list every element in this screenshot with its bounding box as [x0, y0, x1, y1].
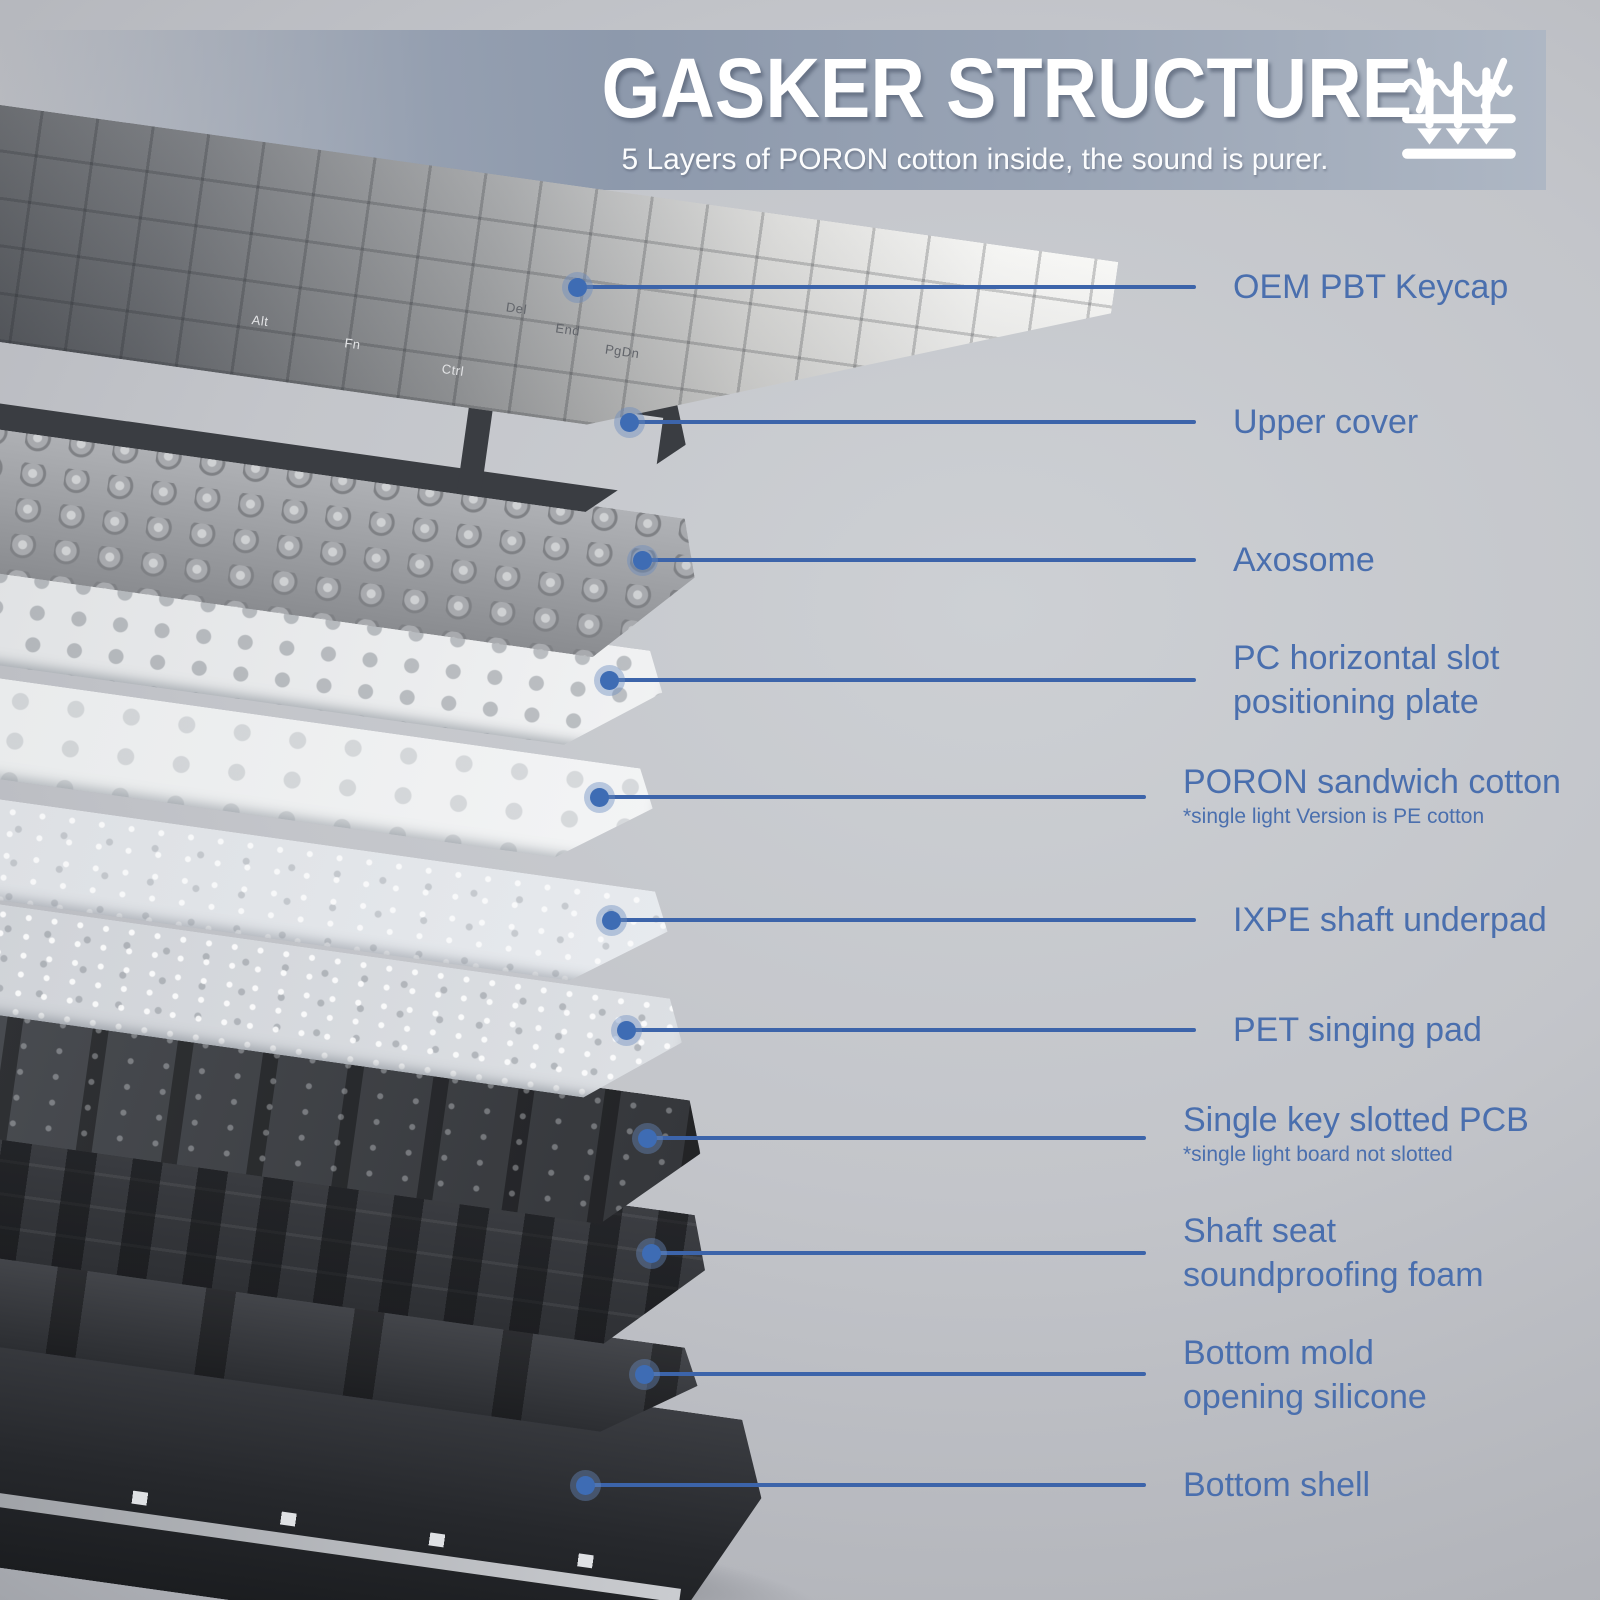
part-label-text: PC horizontal slot	[1233, 639, 1500, 677]
callout-dot	[642, 1244, 661, 1263]
part-label-text: PORON sandwich cotton	[1183, 763, 1561, 801]
callout-dot	[620, 413, 639, 432]
header: GASKER STRUCTURE 5 Layers of PORON cotto…	[560, 0, 1413, 177]
callout-dot	[638, 1129, 657, 1148]
part-label: PET singing pad	[1233, 1008, 1482, 1052]
part-label-text: Axosome	[1233, 541, 1375, 579]
part-label-text: opening silicone	[1183, 1378, 1427, 1416]
part-label-text: Single key slotted PCB	[1183, 1101, 1529, 1139]
keycap-legend: End	[554, 320, 582, 339]
part-label: Single key slotted PCB *single light boa…	[1183, 1100, 1529, 1168]
part-label-text: IXPE shaft underpad	[1233, 901, 1547, 939]
part-label: Bottom mold opening silicone	[1183, 1331, 1427, 1419]
keycap-legend: PgDn	[604, 341, 641, 362]
page-title: GASKER STRUCTURE	[601, 41, 1413, 135]
page-subtitle: 5 Layers of PORON cotton inside, the sou…	[621, 143, 1329, 176]
callout-dot	[635, 1365, 654, 1384]
callout-line	[630, 420, 1196, 424]
callout-dot	[576, 1476, 595, 1495]
keycap-legend: Ctrl	[440, 360, 465, 379]
callout-line	[643, 558, 1196, 562]
callout-line	[648, 1136, 1146, 1140]
callout-dot	[602, 911, 621, 930]
callout-line	[627, 1028, 1196, 1032]
callout-dot	[617, 1021, 636, 1040]
part-label-text: Bottom shell	[1183, 1466, 1371, 1504]
part-label-text: OEM PBT Keycap	[1233, 268, 1509, 306]
callout-line	[578, 285, 1196, 289]
callout-line	[586, 1483, 1146, 1487]
callout-line	[600, 795, 1146, 799]
keycap-legend: Alt	[250, 312, 270, 330]
part-label-text: Shaft seat	[1183, 1212, 1337, 1250]
callout-dot	[600, 671, 619, 690]
part-note: *single light board not slotted	[1183, 1143, 1453, 1166]
keycap-legend: Fn	[343, 335, 362, 353]
part-label: Upper cover	[1233, 400, 1418, 444]
part-label-text: Upper cover	[1233, 403, 1419, 441]
part-label: Axosome	[1233, 538, 1375, 582]
part-label-text: positioning plate	[1233, 683, 1479, 721]
part-label-text: soundproofing foam	[1183, 1256, 1484, 1294]
bottom-shell-silver-bar	[0, 1486, 681, 1600]
part-note: *single light Version is PE cotton	[1183, 805, 1485, 828]
part-label: Bottom shell	[1183, 1463, 1370, 1507]
part-label: PC horizontal slot positioning plate	[1233, 636, 1499, 724]
callout-dot	[633, 551, 652, 570]
callout-dot	[590, 788, 609, 807]
callout-line	[612, 918, 1196, 922]
part-label-text: PET singing pad	[1233, 1011, 1482, 1049]
callout-line	[645, 1372, 1146, 1376]
part-label: OEM PBT Keycap	[1233, 265, 1508, 309]
bottom-shell-clips	[0, 1469, 650, 1575]
part-label: Shaft seat soundproofing foam	[1183, 1209, 1484, 1297]
callout-line	[610, 678, 1196, 682]
callout-dot	[568, 278, 587, 297]
keycap-legend: Del	[505, 299, 528, 318]
sound-absorption-layers-icon	[1401, 57, 1516, 159]
part-label: IXPE shaft underpad	[1233, 898, 1547, 942]
part-label-text: Bottom mold	[1183, 1334, 1374, 1372]
part-label: PORON sandwich cotton *single light Vers…	[1183, 762, 1561, 830]
callout-line	[652, 1251, 1146, 1255]
